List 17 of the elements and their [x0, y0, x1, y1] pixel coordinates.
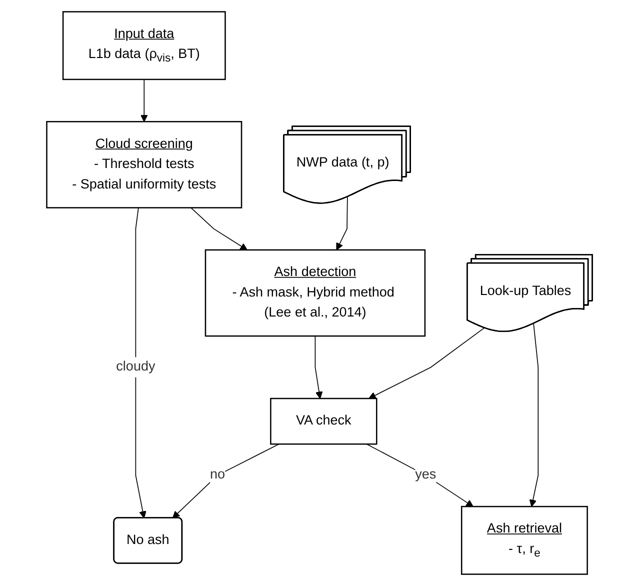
- node-box: Input data L1b data (ρ$_{vis}$, BT): [62, 11, 226, 80]
- node-box: Ash retrieval - τ, r$_{e}$: [460, 506, 588, 575]
- edge-label: no: [210, 468, 226, 482]
- edge-label: cloudy: [116, 360, 156, 374]
- arrow: [140, 79, 148, 122]
- node-box: Ash detection - Ash mask, Hybrid method (Lee et al., 2014): [204, 249, 426, 337]
- arrow: [314, 336, 323, 399]
- node-box: Cloud screening - Threshold tests - Spatial uniformity tests: [46, 121, 242, 208]
- arrow: [190, 207, 248, 250]
- arrow: [172, 444, 280, 518]
- arrow: [366, 444, 474, 507]
- edge-label: yes: [415, 468, 436, 482]
- arrow: [529, 323, 539, 507]
- node-box: VA check: [270, 398, 378, 445]
- arrow: [336, 196, 348, 250]
- arrow: [135, 207, 146, 518]
- arrow: [368, 328, 485, 399]
